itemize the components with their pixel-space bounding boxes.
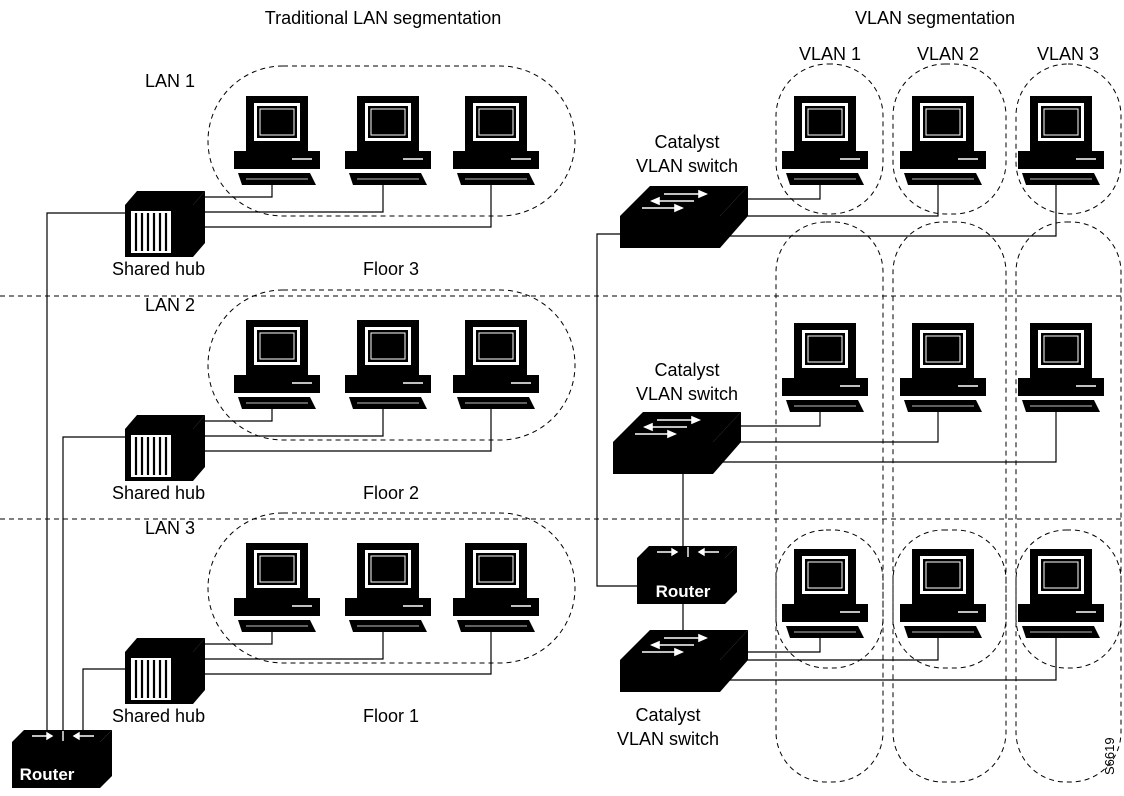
switch-label: VLAN switch [636, 156, 738, 176]
lan-label: LAN 3 [145, 518, 195, 538]
ethernet-cable [200, 185, 384, 213]
vlan-label: VLAN 3 [1037, 44, 1099, 64]
computer-icon [344, 542, 432, 633]
computer-icon [452, 95, 540, 186]
computer-icon [781, 548, 869, 639]
computer-icon [899, 548, 987, 639]
vlan-group [775, 63, 884, 215]
router-label: Router [20, 765, 75, 784]
computer-icon [233, 542, 321, 633]
computer-icon [452, 319, 540, 410]
ethernet-cable [748, 638, 821, 653]
shared-hub-label: Shared hub [112, 259, 205, 279]
computer-icon [233, 319, 321, 410]
vlan-label: VLAN 1 [799, 44, 861, 64]
computer-icon [233, 95, 321, 186]
lan-label: LAN 2 [145, 295, 195, 315]
switch-label: Catalyst [654, 132, 719, 152]
ethernet-cable [738, 185, 939, 217]
router-label: Router [656, 582, 711, 601]
title-traditional: Traditional LAN segmentation [265, 8, 501, 28]
floor-label: Floor 1 [363, 706, 419, 726]
uplink-cable [46, 212, 125, 730]
catalyst-switch-icon [619, 629, 749, 693]
shared-hub-label: Shared hub [112, 706, 205, 726]
ethernet-cable [195, 409, 492, 452]
computer-icon [781, 322, 869, 413]
ethernet-cable [205, 185, 273, 198]
ethernet-cable [200, 632, 384, 660]
vlan-group [1015, 221, 1122, 783]
computer-icon [781, 95, 869, 186]
ethernet-cable [741, 412, 821, 427]
shared-hub-icon [123, 413, 207, 483]
ethernet-cable [721, 412, 1057, 463]
vlan-group [775, 221, 884, 783]
shared-hub-icon [123, 636, 207, 706]
shared-hub-icon [123, 189, 207, 259]
vlan-group [1015, 63, 1122, 215]
computer-icon [452, 542, 540, 633]
computer-icon [1017, 95, 1105, 186]
switch-label: Catalyst [654, 360, 719, 380]
computer-icon [344, 319, 432, 410]
uplink-cable [82, 668, 125, 730]
lan-group [207, 512, 576, 664]
lan-group [207, 65, 576, 217]
ethernet-cable [205, 632, 273, 645]
title-vlan: VLAN segmentation [855, 8, 1015, 28]
ethernet-cable [731, 412, 939, 443]
vlan-group [892, 63, 1007, 215]
computer-icon [1017, 322, 1105, 413]
ethernet-cable [195, 632, 492, 675]
catalyst-switch-icon [619, 185, 749, 249]
computer-icon [899, 95, 987, 186]
lan-group [207, 289, 576, 441]
computer-icon [899, 322, 987, 413]
computer-icon [1017, 548, 1105, 639]
vlan-group [892, 221, 1007, 783]
vlan-group [892, 529, 1007, 669]
catalyst-switch-icon [612, 411, 742, 475]
figure-id: S6619 [1102, 737, 1117, 775]
ethernet-cable [205, 409, 273, 422]
floor-label: Floor 2 [363, 483, 419, 503]
ethernet-cable [738, 638, 939, 661]
lan-label: LAN 1 [145, 71, 195, 91]
computer-icon [344, 95, 432, 186]
ethernet-cable [728, 638, 1057, 681]
ethernet-cable [200, 409, 384, 437]
switch-label: Catalyst [635, 705, 700, 725]
shared-hub-label: Shared hub [112, 483, 205, 503]
vlan-label: VLAN 2 [917, 44, 979, 64]
floor-label: Floor 3 [363, 259, 419, 279]
ethernet-cable [748, 185, 821, 200]
ethernet-cable [195, 185, 492, 228]
switch-label: VLAN switch [617, 729, 719, 749]
ethernet-cable [728, 185, 1057, 237]
vlan-group [775, 529, 884, 669]
uplink-cable [62, 436, 125, 730]
vlan-group [1015, 529, 1122, 669]
trunk-cable [596, 233, 637, 587]
switch-label: VLAN switch [636, 384, 738, 404]
